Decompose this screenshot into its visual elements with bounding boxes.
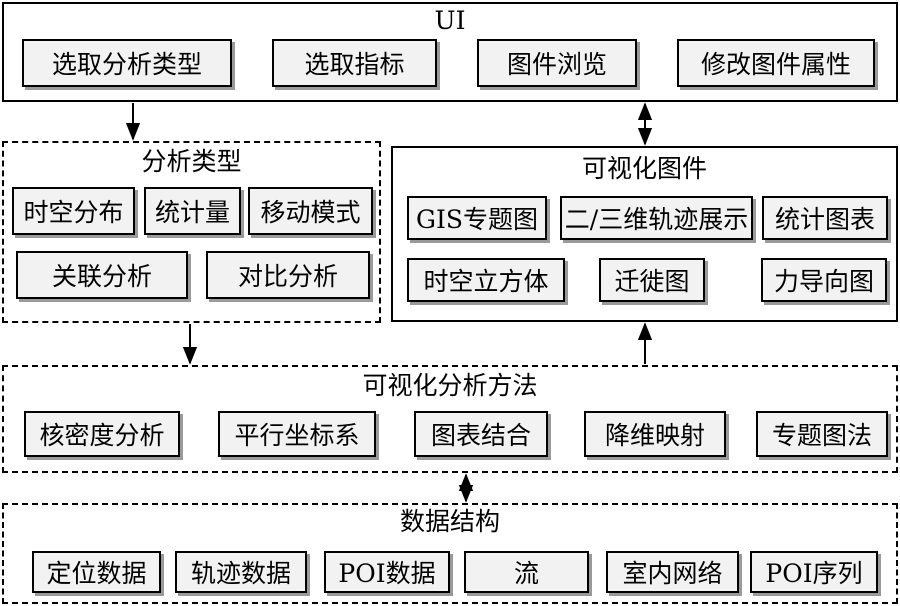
ui-item-chart-browse: 图件浏览 — [477, 39, 637, 87]
ui-item-select-indicator: 选取指标 — [272, 39, 437, 87]
ui-item-select-analysis-type: 选取分析类型 — [22, 39, 232, 87]
chart-statistical-chart: 统计图表 — [762, 196, 888, 240]
chart-space-time-cube: 时空立方体 — [407, 258, 565, 302]
method-parallel-coordinates: 平行坐标系 — [218, 411, 376, 457]
chart-gis-thematic-map: GIS专题图 — [407, 196, 547, 240]
method-kernel-density: 核密度分析 — [24, 411, 180, 457]
analysis-types-group: 分析类型 时空分布 统计量 移动模式 关联分析 对比分析 — [2, 141, 381, 323]
analysis-types-title: 分析类型 — [141, 147, 242, 176]
vis-charts-group: 可视化图件 GIS专题图 二/三维轨迹展示 统计图表 时空立方体 迁徙图 力导向… — [391, 146, 898, 322]
analysis-type-statistics: 统计量 — [144, 187, 241, 235]
vis-methods-group: 可视化分析方法 核密度分析 平行坐标系 图表结合 降维映射 专题图法 — [2, 365, 898, 473]
data-positioning: 定位数据 — [32, 551, 161, 593]
analysis-type-spatiotemporal-distribution: 时空分布 — [12, 187, 135, 235]
data-indoor-network: 室内网络 — [606, 551, 739, 593]
ui-item-modify-chart-attributes: 修改图件属性 — [677, 39, 875, 87]
data-trajectory: 轨迹数据 — [175, 551, 307, 593]
vis-charts-title: 可视化图件 — [581, 154, 707, 183]
data-poi-sequence: POI序列 — [750, 551, 878, 593]
data-poi: POI数据 — [324, 551, 450, 593]
data-structures-title: 数据结构 — [399, 507, 500, 536]
method-dimensionality-reduction: 降维映射 — [584, 411, 726, 457]
ui-group: UI 选取分析类型 选取指标 图件浏览 修改图件属性 — [2, 2, 898, 102]
chart-force-directed-graph: 力导向图 — [761, 258, 887, 302]
data-flow: 流 — [464, 551, 589, 593]
vis-methods-title: 可视化分析方法 — [362, 371, 538, 400]
method-chart-combination: 图表结合 — [414, 411, 548, 457]
analysis-type-comparison: 对比分析 — [206, 251, 370, 299]
analysis-type-correlation: 关联分析 — [16, 251, 188, 299]
analysis-type-movement-pattern: 移动模式 — [248, 187, 373, 235]
chart-2d-3d-trajectory: 二/三维轨迹展示 — [560, 196, 753, 240]
ui-group-title: UI — [434, 6, 466, 35]
chart-migration-map: 迁徙图 — [599, 258, 705, 302]
data-structures-group: 数据结构 定位数据 轨迹数据 POI数据 流 室内网络 POI序列 — [2, 503, 898, 604]
method-thematic-mapping: 专题图法 — [756, 411, 888, 457]
